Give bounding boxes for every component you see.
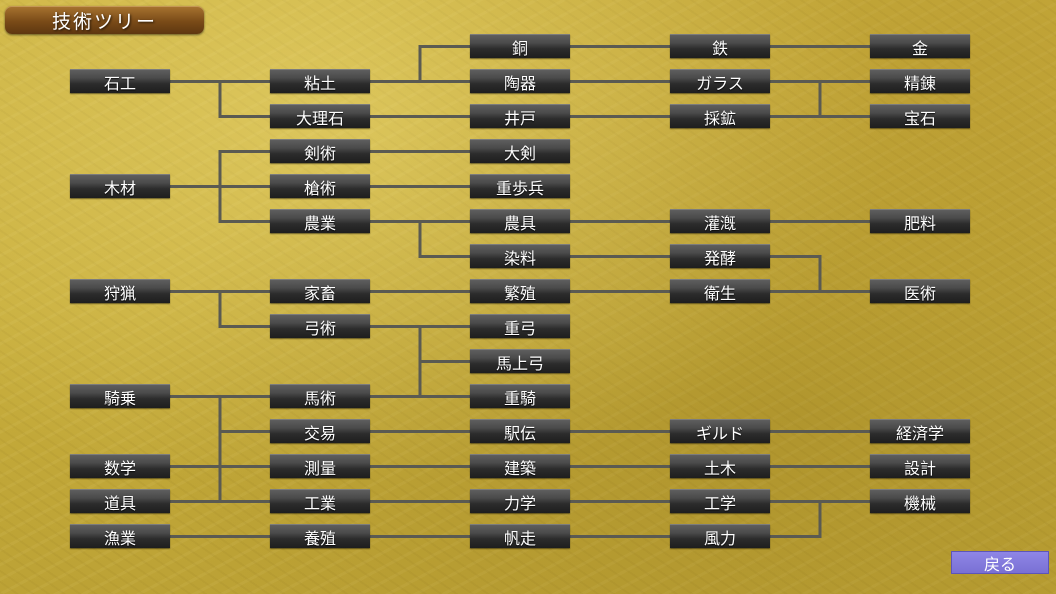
tech-node-garasu[interactable]: ガラス (670, 69, 770, 93)
tech-node-jukyu[interactable]: 重弓 (470, 314, 570, 338)
tech-node-koeki[interactable]: 交易 (270, 419, 370, 443)
connector-hakko-ijutsu (770, 255, 870, 293)
tech-node-yoshoku[interactable]: 養殖 (270, 524, 370, 548)
tech-node-dogu[interactable]: 道具 (70, 489, 170, 513)
tech-node-ido[interactable]: 井戸 (470, 104, 570, 128)
tech-node-hakko[interactable]: 発酵 (670, 244, 770, 268)
tech-node-gyogyo[interactable]: 漁業 (70, 524, 170, 548)
back-button[interactable]: 戻る (951, 551, 1049, 574)
tech-node-shuryo[interactable]: 狩猟 (70, 279, 170, 303)
tech-node-bajokyu[interactable]: 馬上弓 (470, 349, 570, 373)
tech-node-sekkei[interactable]: 設計 (870, 454, 970, 478)
connector-sugaku-koeki (170, 430, 270, 468)
tech-node-furyoku[interactable]: 風力 (670, 524, 770, 548)
connector-bajutsu-bajokyu (370, 360, 470, 398)
tech-node-kikai[interactable]: 機械 (870, 489, 970, 513)
tech-node-ishiku[interactable]: 石工 (70, 69, 170, 93)
tech-node-sojutsu[interactable]: 槍術 (270, 174, 370, 198)
tech-node-nendo[interactable]: 粘土 (270, 69, 370, 93)
page-title: 技術ツリー (51, 10, 157, 33)
connector-nogyo-senryo (370, 220, 470, 258)
tech-node-juki[interactable]: 重騎 (470, 384, 570, 408)
tech-node-rikigaku[interactable]: 力学 (470, 489, 570, 513)
connector-furyoku-kikai (770, 500, 870, 538)
tech-node-do[interactable]: 銅 (470, 34, 570, 58)
connector-shuryo-kyujutsu (170, 290, 270, 328)
connector-ishiku-dairiseki (170, 80, 270, 118)
tech-node-tetsu[interactable]: 鉄 (670, 34, 770, 58)
tech-node-taiken[interactable]: 大剣 (470, 139, 570, 163)
tech-node-hanshoku[interactable]: 繁殖 (470, 279, 570, 303)
tech-node-sugaku[interactable]: 数学 (70, 454, 170, 478)
connector-kijo-koeki (170, 395, 270, 433)
tech-node-kogyo[interactable]: 工業 (270, 489, 370, 513)
tech-node-nogu[interactable]: 農具 (470, 209, 570, 233)
connector-kyujutsu-bajokyu (370, 325, 470, 363)
tech-node-saiko[interactable]: 採鉱 (670, 104, 770, 128)
title-bar: 技術ツリー (5, 6, 204, 34)
tech-node-bajutsu[interactable]: 馬術 (270, 384, 370, 408)
tech-node-keizaigaku[interactable]: 経済学 (870, 419, 970, 443)
tech-node-kijo[interactable]: 騎乗 (70, 384, 170, 408)
tech-node-hiryo[interactable]: 肥料 (870, 209, 970, 233)
tech-node-toki[interactable]: 陶器 (470, 69, 570, 93)
tech-node-doboku[interactable]: 土木 (670, 454, 770, 478)
tech-node-kenchiku[interactable]: 建築 (470, 454, 570, 478)
tech-node-girudo[interactable]: ギルド (670, 419, 770, 443)
tech-node-juhohei[interactable]: 重歩兵 (470, 174, 570, 198)
tech-node-hanso[interactable]: 帆走 (470, 524, 570, 548)
tech-node-kenjutsu[interactable]: 剣術 (270, 139, 370, 163)
connector-saiko-seiren (770, 80, 870, 118)
connector-sugaku-kogyo (170, 465, 270, 503)
tech-node-dairiseki[interactable]: 大理石 (270, 104, 370, 128)
tech-node-sokuryo[interactable]: 測量 (270, 454, 370, 478)
tech-node-kin[interactable]: 金 (870, 34, 970, 58)
tech-node-ijutsu[interactable]: 医術 (870, 279, 970, 303)
connector-mokuzai-nogyo (170, 185, 270, 223)
tech-node-kangai[interactable]: 灌漑 (670, 209, 770, 233)
tech-node-nogyo[interactable]: 農業 (270, 209, 370, 233)
tech-node-eisei[interactable]: 衛生 (670, 279, 770, 303)
tech-node-ekiden[interactable]: 駅伝 (470, 419, 570, 443)
connector-mokuzai-kenjutsu (170, 150, 270, 188)
tech-node-kachiku[interactable]: 家畜 (270, 279, 370, 303)
connector-nendo-do (370, 45, 470, 83)
tech-node-senryo[interactable]: 染料 (470, 244, 570, 268)
tech-node-kogaku[interactable]: 工学 (670, 489, 770, 513)
tech-node-seiren[interactable]: 精錬 (870, 69, 970, 93)
tech-node-mokuzai[interactable]: 木材 (70, 174, 170, 198)
tech-node-kyujutsu[interactable]: 弓術 (270, 314, 370, 338)
tech-node-hoseki[interactable]: 宝石 (870, 104, 970, 128)
